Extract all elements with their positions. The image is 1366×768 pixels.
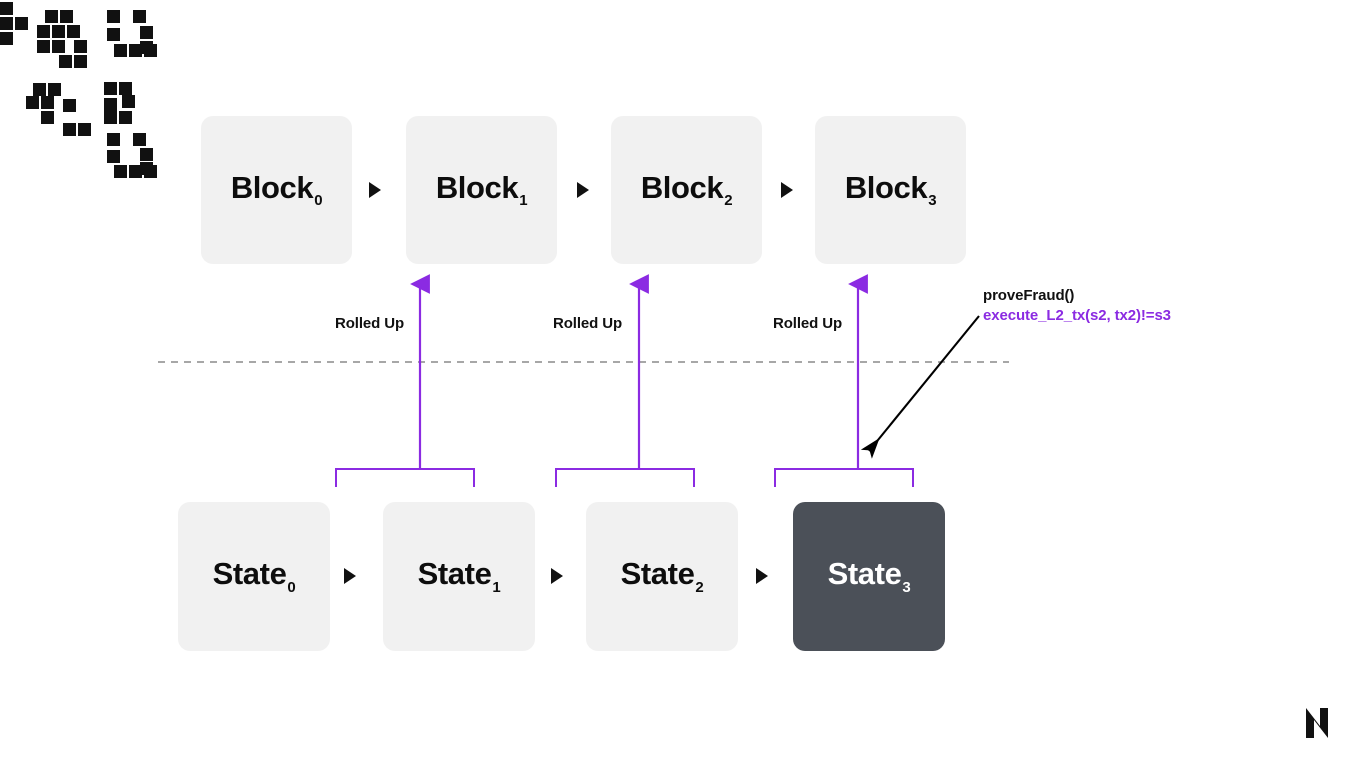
pixel-art-decoration (0, 0, 200, 190)
prove-fraud-pointer-arrow (860, 315, 980, 459)
block-node-1-label: Block1 (435, 169, 528, 210)
block-node-1[interactable]: Block1 (406, 116, 557, 264)
chain-arrow-l1-2 (781, 182, 793, 198)
state-node-1[interactable]: State1 (383, 502, 535, 651)
block-node-2[interactable]: Block2 (611, 116, 762, 264)
block-node-2-label: Block2 (640, 169, 733, 210)
state-node-0-subscript: 0 (287, 578, 296, 596)
chain-arrow-l2-1 (551, 568, 563, 584)
state-node-3[interactable]: State3 (793, 502, 945, 651)
prove-fraud-code: execute_L2_tx(s2, tx2)!=s3 (983, 307, 1171, 325)
block-node-3-subscript: 3 (928, 192, 937, 210)
state-node-0[interactable]: State0 (178, 502, 330, 651)
state-node-2[interactable]: State2 (586, 502, 738, 651)
rollup-bracket-2 (774, 468, 914, 487)
rollup-bracket-0 (335, 468, 475, 487)
rolled-up-label-0: Rolled Up (335, 315, 405, 332)
brand-logo-icon (1306, 708, 1328, 738)
rollup-bracket-1 (555, 468, 695, 487)
rolled-up-label-1: Rolled Up (553, 315, 623, 332)
state-node-0-label: State0 (212, 556, 296, 596)
prove-fraud-annotation: proveFraud() execute_L2_tx(s2, tx2)!=s3 (983, 286, 1171, 327)
state-node-3-subscript: 3 (902, 578, 911, 596)
state-node-2-subscript: 2 (695, 578, 704, 596)
chain-arrow-l1-0 (369, 182, 381, 198)
block-node-0-subscript: 0 (314, 192, 323, 210)
block-node-0[interactable]: Block0 (201, 116, 352, 264)
state-node-3-label: State3 (827, 556, 911, 596)
state-node-1-subscript: 1 (492, 578, 501, 596)
prove-fraud-title: proveFraud() (983, 287, 1075, 304)
chain-arrow-l1-1 (577, 182, 589, 198)
chain-arrow-l2-0 (344, 568, 356, 584)
chain-arrow-l2-2 (756, 568, 768, 584)
rolled-up-label-2: Rolled Up (773, 315, 843, 332)
block-node-3[interactable]: Block3 (815, 116, 966, 264)
state-node-2-label: State2 (620, 556, 704, 596)
state-node-1-label: State1 (417, 556, 501, 596)
block-node-3-label: Block3 (844, 169, 937, 210)
block-node-0-label: Block0 (230, 169, 323, 210)
block-node-1-subscript: 1 (519, 192, 528, 210)
block-node-2-subscript: 2 (724, 192, 733, 210)
